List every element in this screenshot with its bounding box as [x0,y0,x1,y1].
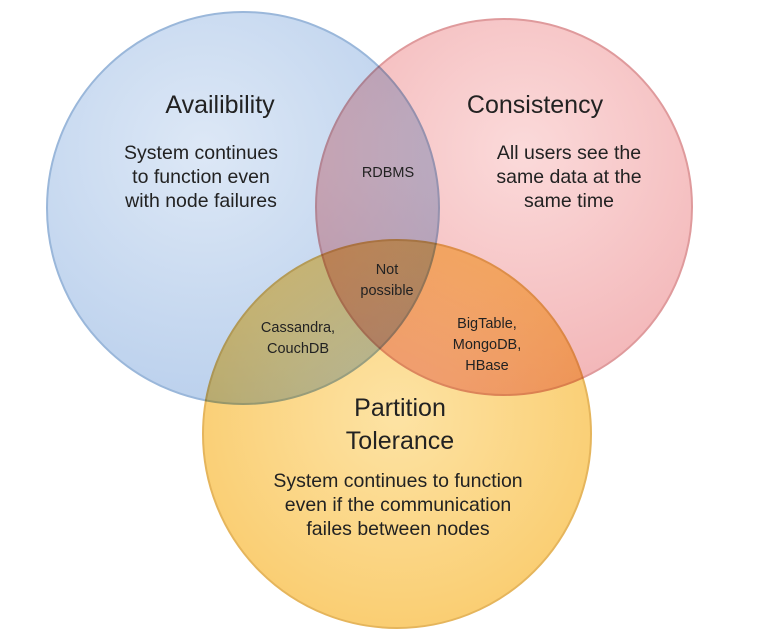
label-line: HBase [465,358,509,375]
desc-line: System continues to function [273,470,523,492]
desc-line: All users see the [496,142,642,164]
partition-description: System continues to function even if the… [273,470,522,541]
label-line: CouchDB [266,341,330,358]
title-line: Partition [354,394,446,422]
desc-line: to function even [132,165,270,188]
desc-line: same data at the [496,165,642,188]
consistency-title: Consistency [466,91,604,119]
label-line: Not [375,262,399,278]
label-line: possible [360,283,414,300]
consistency-description: All users see the same data at the same … [496,142,641,213]
intersection-cp-label: BigTable, MongoDB, HBase [453,314,522,377]
desc-line: System continues [124,142,278,164]
desc-line: even if the communication [284,493,512,516]
partition-circle [202,239,592,629]
intersection-ac-label: RDBMS [361,165,415,181]
title-line: Tolerance [345,426,455,455]
partition-title: Partition Tolerance [346,392,454,457]
intersection-acp-label: Not possible [360,260,413,302]
availability-title: Availibility [165,91,275,119]
availability-description: System continues to function even with n… [124,142,278,213]
desc-line: same time [524,189,614,212]
label-line: Cassandra, [260,320,336,336]
label-line: BigTable, [457,316,517,332]
desc-line: failes between nodes [306,517,490,540]
label-line: MongoDB, [452,337,522,354]
intersection-ap-label: Cassandra, CouchDB [261,318,335,360]
desc-line: with node failures [125,189,277,212]
